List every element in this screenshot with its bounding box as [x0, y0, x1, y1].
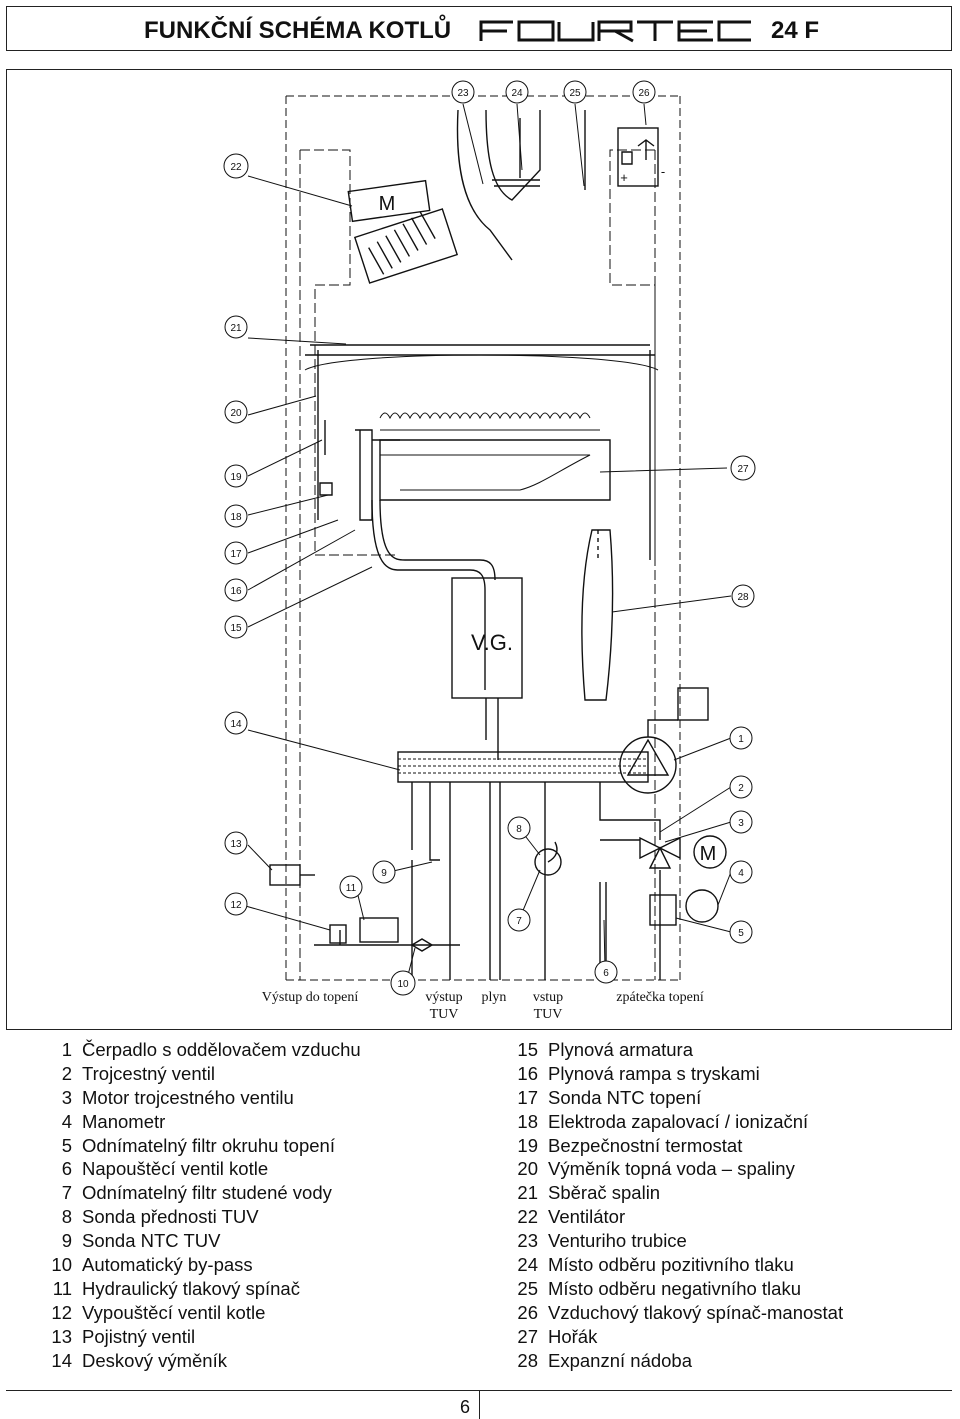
boiler-schematic: 23 24 25 26 22 21 20 19 18 17 16 15 14 1… — [223, 80, 756, 996]
callout-6: 6 — [603, 968, 609, 979]
callout-16: 16 — [230, 586, 242, 597]
label-heating-return: zpátečka topení — [616, 990, 704, 1005]
plus-sign: + — [620, 170, 628, 185]
page-number: 6 — [460, 1397, 471, 1417]
callout-14: 14 — [230, 719, 242, 730]
callout-11: 11 — [346, 883, 357, 894]
fan-motor-label: M — [379, 193, 396, 215]
diagram-frame — [6, 69, 952, 1030]
callout-8: 8 — [516, 824, 522, 835]
callout-15: 15 — [230, 623, 242, 634]
callout-20: 20 — [230, 408, 242, 419]
callout-1: 1 — [738, 734, 744, 745]
callout-21: 21 — [230, 323, 242, 334]
gas-valve-label: V.G. — [471, 630, 513, 655]
minus-sign: - — [661, 164, 665, 179]
callout-12: 12 — [230, 900, 242, 911]
callout-22: 22 — [230, 162, 242, 173]
callout-28: 28 — [737, 592, 749, 603]
callout-9: 9 — [381, 868, 387, 879]
label-dhw-out: výstup TUV — [425, 990, 463, 1022]
model-label: 24 F — [771, 17, 820, 44]
callout-3: 3 — [738, 818, 744, 829]
callout-10: 10 — [397, 979, 409, 990]
callout-23: 23 — [457, 88, 469, 99]
callout-2: 2 — [738, 783, 744, 794]
label-cold-in: vstup TUV — [532, 990, 564, 1022]
label-gas: plyn — [481, 990, 507, 1005]
label-heating-out: Výstup do topení — [261, 990, 359, 1005]
callout-13: 13 — [230, 839, 242, 850]
title-bar: FUNKČNÍ SCHÉMA KOTLŮ 24 F — [6, 6, 952, 51]
callout-27: 27 — [737, 464, 749, 475]
callout-18: 18 — [230, 512, 242, 523]
callout-19: 19 — [230, 472, 242, 483]
valve-motor-label: M — [700, 843, 717, 865]
callout-24: 24 — [511, 88, 523, 99]
fourtech-logo — [479, 20, 751, 43]
page-title: FUNKČNÍ SCHÉMA KOTLŮ — [144, 17, 452, 44]
callout-7: 7 — [516, 916, 522, 927]
callout-17: 17 — [230, 549, 242, 560]
footer-divider — [479, 1390, 480, 1419]
callout-5: 5 — [738, 928, 744, 939]
callout-26: 26 — [638, 88, 650, 99]
callout-4: 4 — [738, 868, 744, 879]
callout-25: 25 — [569, 88, 581, 99]
